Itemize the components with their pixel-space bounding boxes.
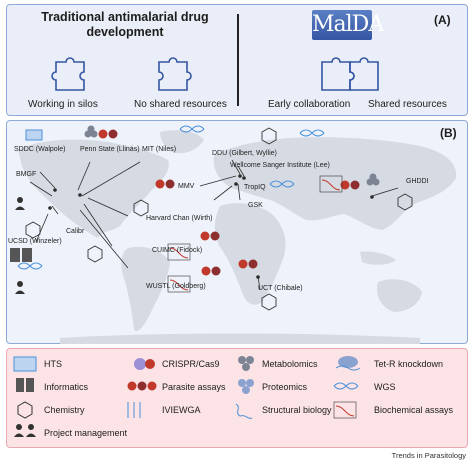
panel-a-divider: [237, 14, 239, 106]
institution-ddu: DDU (Gilbert, Wyllie): [212, 150, 277, 157]
legend-label-metabolomics: Metabolomics: [262, 359, 318, 369]
institution-tropiq: TropIQ: [244, 184, 266, 191]
institution-harvard-chan: Harvard Chan (Wirth): [146, 215, 213, 222]
metabolomics-icon: [238, 356, 254, 371]
hts-plate-icon: [13, 356, 37, 372]
institution-mit: MIT (Niles): [142, 146, 177, 153]
server-icon: [10, 248, 32, 262]
legend-label-hts: HTS: [44, 359, 62, 369]
institution-ucsd: UCSD (Winzeler): [8, 238, 62, 245]
map-indonesia: [360, 251, 396, 265]
proteomics-icon: [84, 125, 380, 186]
legend-label-ivievwga: IVIEWGA: [162, 405, 201, 415]
map-north-america: [18, 139, 169, 238]
legend-label-crispr: CRISPR/Cas9: [162, 359, 220, 369]
caption-working-in-silos: Working in silos: [28, 99, 98, 110]
institution-sddc: SDDC (Walpole): [14, 146, 66, 153]
connector-lines: [29, 159, 399, 291]
puzzle-pieces: [51, 57, 379, 91]
institution-wustl: WUSTL (Goldberg): [146, 283, 206, 290]
map-africa: [214, 203, 286, 305]
dose-response-icon: [167, 175, 343, 293]
panel-a-tag: (A): [434, 13, 451, 27]
institution-uct: UCT (Chibale): [258, 285, 303, 292]
people-icon: [14, 424, 36, 437]
map-greenland: [160, 130, 204, 154]
institution-ghddi: GHDDI: [406, 178, 429, 185]
legend-label-chemistry: Chemistry: [44, 405, 85, 415]
legend-label-structural-biology: Structural biology: [262, 405, 332, 415]
map-antarctica: [60, 333, 420, 344]
institution-calibr: Calibr: [66, 228, 85, 235]
legend-label-biochemical-assays: Biochemical assays: [374, 405, 454, 415]
dna-icon: [333, 382, 359, 390]
puzzle-icon: [158, 57, 192, 91]
proteomics-icon: [238, 379, 254, 394]
hts-plate-icon: [25, 129, 43, 141]
dna-icon: [17, 125, 325, 270]
institution-penn-state: Penn State (Llinás): [80, 146, 140, 153]
institution-cuimc: CUIMC (Fidock): [152, 247, 203, 254]
parasite-assay-icon: [127, 381, 157, 391]
puzzle-icon: [349, 57, 379, 91]
people-icon: [15, 197, 25, 294]
panel-b-tag: (B): [440, 126, 457, 140]
server-icon: [16, 378, 34, 392]
institution-mmv: MMV: [178, 183, 195, 190]
benzene-icon: [17, 401, 33, 419]
tet-r-icon: [335, 356, 361, 371]
legend-panel: [6, 348, 468, 448]
panel-a-title: Traditional antimalarial drug developmen…: [41, 10, 209, 39]
institution-gsk: GSK: [248, 202, 263, 209]
puzzle-icon: [51, 57, 85, 91]
legend-label-informatics: Informatics: [44, 382, 89, 392]
caption-shared-resources: Shared resources: [368, 99, 447, 110]
dose-response-icon: [333, 401, 357, 419]
protein-structure-icon: [235, 403, 253, 419]
map-australia: [376, 279, 422, 312]
legend-label-proteomics: Proteomics: [262, 382, 308, 392]
ivievwga-icon: [127, 402, 141, 418]
crispr-icon: [134, 358, 155, 370]
institution-bmgf: BMGF: [16, 171, 37, 178]
institution-sanger: Wellcome Sanger Institute (Lee): [230, 162, 330, 169]
caption-early-collaboration: Early collaboration: [268, 99, 351, 110]
map-eurasia: [213, 137, 457, 230]
resource-icons: [10, 125, 413, 311]
legend-label-project-management: Project management: [44, 428, 128, 438]
benzene-icon: [25, 127, 413, 311]
map-south-america: [121, 246, 170, 332]
legend-label-parasite-assays: Parasite assays: [162, 382, 226, 392]
journal-footer: Trends in Parasitology: [391, 451, 466, 460]
legend-label-wgs: WGS: [374, 382, 396, 392]
legend-label-tet-r: Tet-R knockdown: [374, 359, 444, 369]
caption-no-shared-resources: No shared resources: [134, 99, 227, 110]
parasite-assay-icon: [98, 129, 360, 276]
